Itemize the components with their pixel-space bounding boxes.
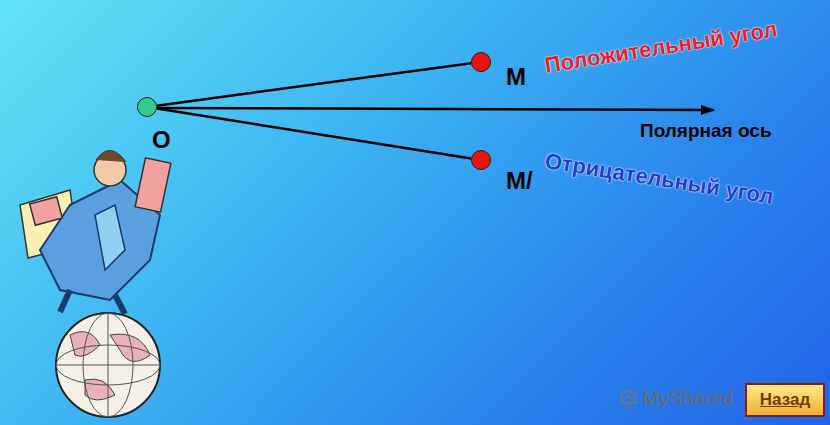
angle-label: Отрицательный угол — [543, 150, 775, 208]
point-label: M/ — [506, 169, 533, 193]
axis-label: Полярная ось — [640, 121, 772, 140]
angle-label: Положительный угол — [543, 18, 778, 76]
clipart-person — [20, 150, 171, 314]
point-marker: O — [137, 97, 157, 117]
ray-line — [157, 109, 471, 159]
point-label: M — [506, 65, 526, 89]
polar-axis — [157, 108, 714, 110]
back-button: Назад — [760, 390, 810, 410]
globe — [56, 313, 160, 417]
ray-line — [157, 63, 471, 105]
watermark-icon — [622, 392, 636, 409]
point-label: O — [152, 128, 171, 152]
button-frame: Назад — [745, 383, 825, 417]
point-marker: M/ — [471, 150, 491, 170]
watermark: MyShared — [642, 388, 733, 408]
point-marker: M — [471, 52, 491, 72]
